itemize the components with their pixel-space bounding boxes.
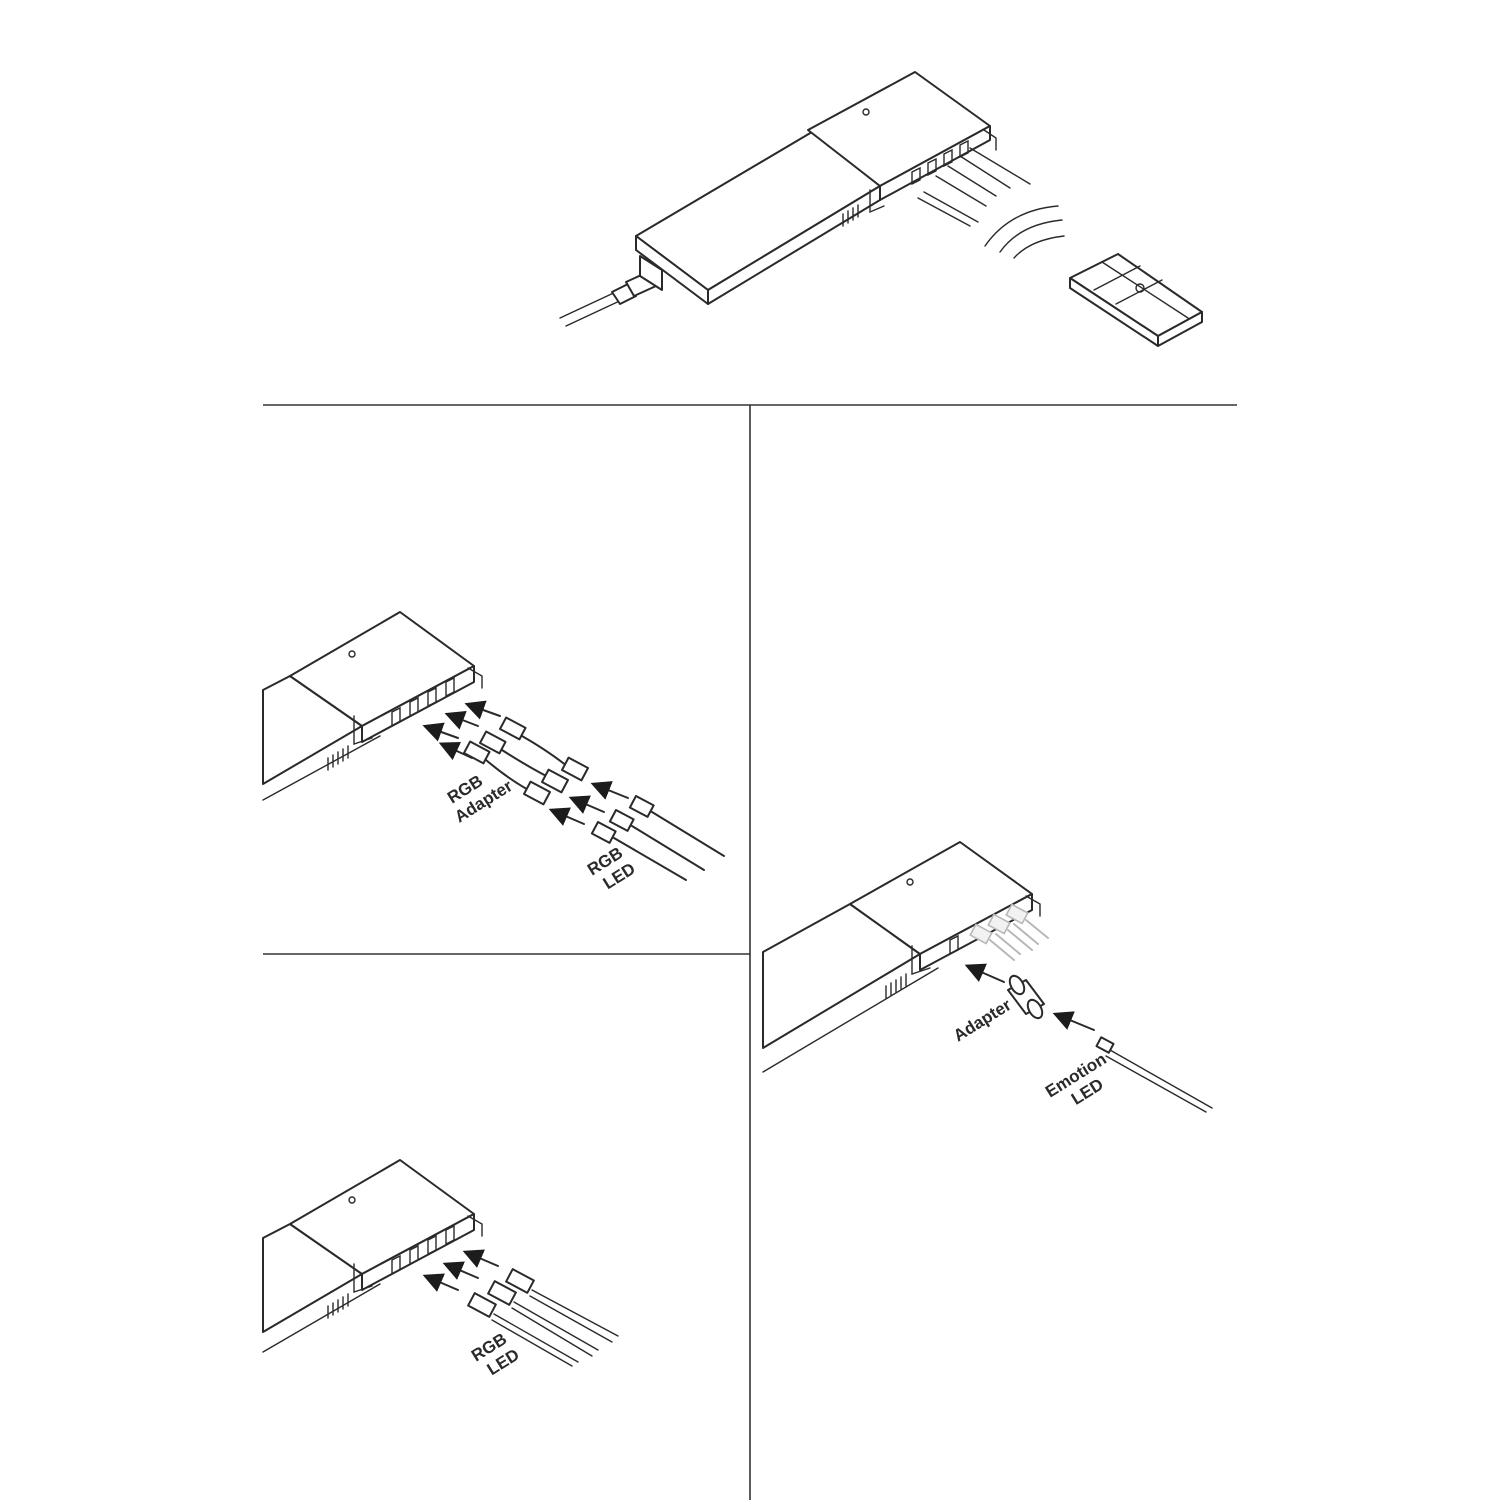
rgb-adapter-label: RGB Adapter	[441, 759, 516, 826]
adapter-label: Adapter	[950, 995, 1015, 1045]
power-supply-unit-icon	[559, 71, 1031, 327]
insert-arrow-icon	[964, 963, 1095, 1031]
rgb-led-label-lower: RGB LED	[468, 1327, 525, 1383]
emotion-led-label: Emotion LED	[1042, 1047, 1124, 1119]
panel-emotion-led: Adapter Emotion LED	[762, 841, 1213, 1119]
insert-arrow-icon	[548, 781, 629, 826]
panel-dividers	[263, 404, 1237, 1500]
remote-control-icon	[1069, 253, 1203, 347]
greyed-connectors	[969, 903, 1049, 961]
insert-arrow-icon	[422, 1249, 499, 1292]
adapter-part	[1007, 974, 1045, 1020]
wireless-signal-icon	[984, 205, 1065, 259]
panel-rgb-adapter: RGB Adapter RGB LED	[262, 611, 725, 893]
insert-arrow-icon	[422, 700, 501, 761]
panel-rgb-led-direct: RGB LED	[262, 1159, 619, 1383]
